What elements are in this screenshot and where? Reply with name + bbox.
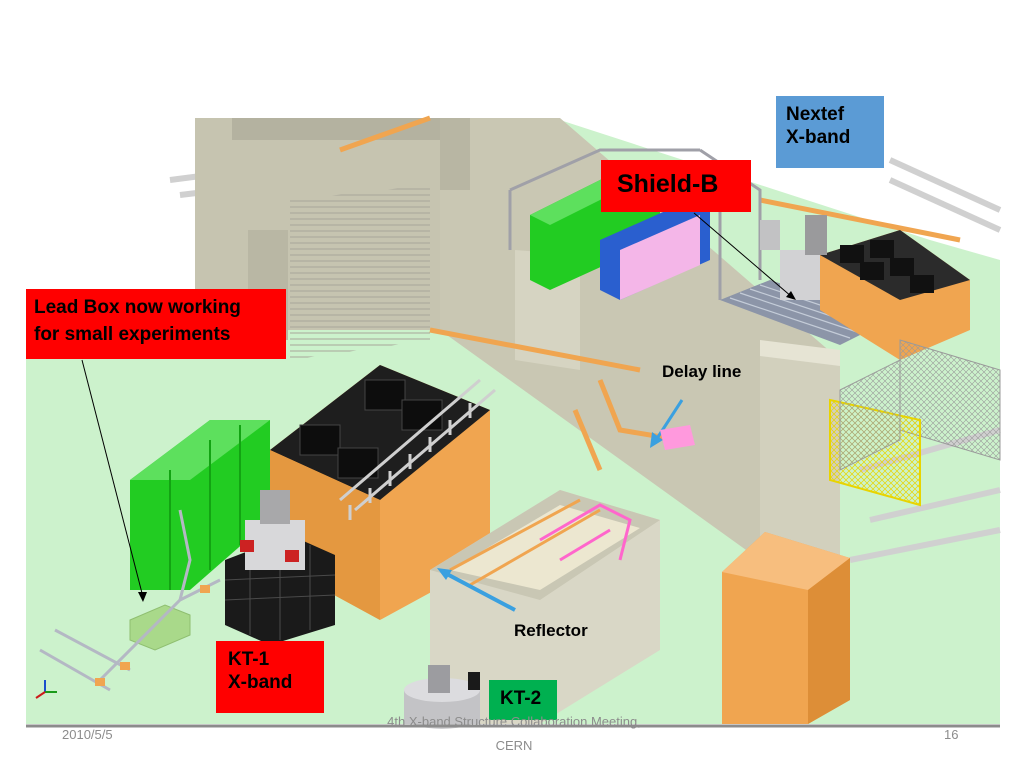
nextef-klystron-box bbox=[820, 230, 970, 360]
wall-edge bbox=[440, 118, 470, 190]
axis-triad-icon bbox=[35, 680, 57, 699]
reflector-label: Reflector bbox=[514, 621, 588, 640]
delay-line-component bbox=[660, 425, 695, 450]
kt1-label: KT-1 X-band bbox=[216, 641, 324, 713]
footer-date: 2010/5/5 bbox=[62, 727, 113, 742]
fence-grey-2 bbox=[839, 359, 901, 471]
shield-b-label: Shield-B bbox=[601, 160, 751, 212]
kt2-label: KT-2 bbox=[489, 680, 557, 720]
pillar-2 bbox=[760, 350, 840, 560]
reflector-enclosure bbox=[430, 490, 660, 724]
delay-line-arrow bbox=[654, 399, 684, 441]
left-white-area bbox=[26, 150, 200, 300]
back-wall-top bbox=[232, 118, 440, 140]
shield-b-pointer bbox=[693, 212, 793, 298]
kt1-green-racks bbox=[130, 420, 270, 590]
kt1-lead-box bbox=[224, 490, 336, 645]
reflector-arrow bbox=[444, 571, 516, 612]
orange-cabinet bbox=[722, 532, 850, 724]
lead-box-pointer bbox=[81, 359, 144, 598]
pillar-cap bbox=[760, 340, 840, 366]
footer-meeting: 4th X-band Structure Collaboration Meeti… bbox=[387, 714, 641, 729]
small-lead-box bbox=[129, 604, 191, 651]
delay-line-label: Delay line bbox=[662, 362, 742, 381]
page-number: 16 bbox=[944, 727, 959, 742]
ladder bbox=[339, 378, 496, 520]
lead-box-label: Lead Box now working for small experimen… bbox=[26, 289, 286, 359]
nextef-modulator bbox=[760, 215, 827, 300]
footer-location: CERN bbox=[495, 738, 533, 753]
roll-shutter bbox=[290, 185, 430, 360]
kt2-modulator bbox=[404, 665, 480, 729]
nextef-label: Nextef X-band bbox=[776, 96, 884, 168]
pipe-flanges bbox=[95, 585, 210, 686]
